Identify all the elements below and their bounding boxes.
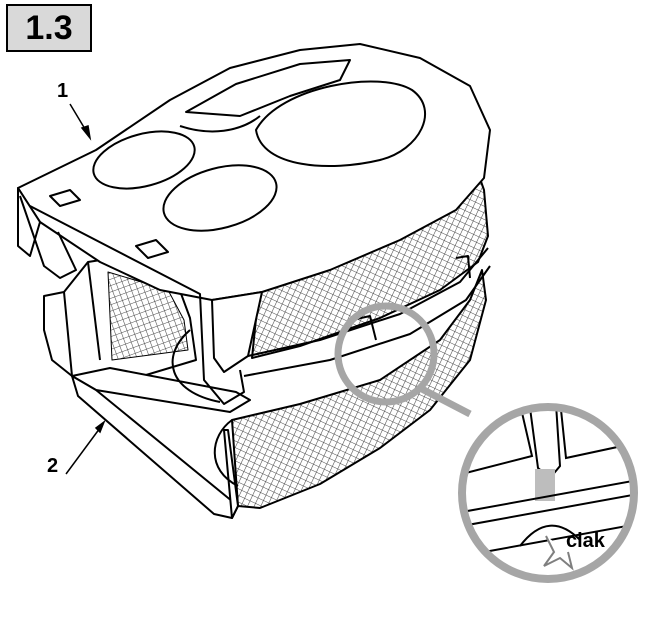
lower-catcher-part — [43, 255, 487, 519]
magnifier-indicator — [334, 302, 472, 418]
callout-1-label: 1 — [57, 80, 69, 102]
callout-leaders — [65, 103, 106, 475]
figure-number-label: 1.3 — [6, 4, 92, 52]
clak-sound-label: clak — [566, 530, 605, 552]
detail-lens — [458, 403, 638, 583]
callout-2-label: 2 — [47, 455, 59, 477]
upper-catcher-part — [17, 43, 491, 405]
